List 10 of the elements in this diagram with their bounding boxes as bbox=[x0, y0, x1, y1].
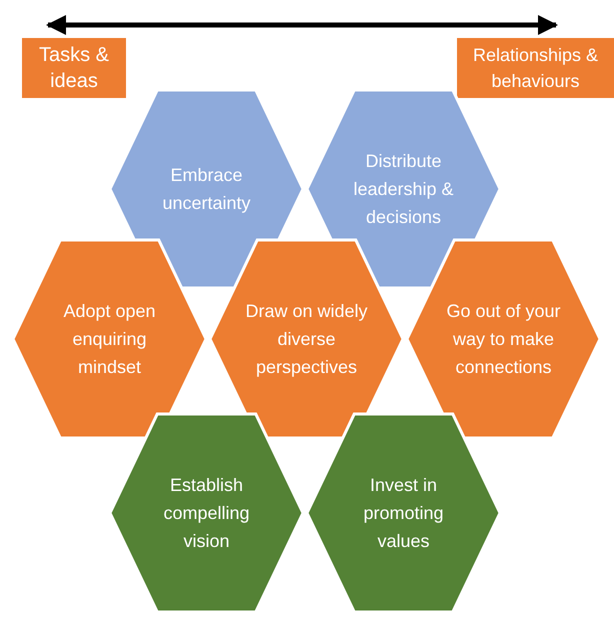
hexagon-text: Establish compelling vision bbox=[162, 474, 251, 553]
hexagon-text: Go out of your way to make connections bbox=[445, 300, 562, 379]
hexagon-text: Invest in promoting values bbox=[362, 474, 445, 553]
hexagon-text: Distribute leadership & decisions bbox=[352, 150, 455, 229]
hexagon-text: Draw on widely diverse perspectives bbox=[244, 300, 369, 379]
label-box: Tasks & ideas bbox=[22, 38, 126, 98]
hexagon-text: Adopt open enquiring mindset bbox=[62, 300, 157, 379]
label-box: Relationships & behaviours bbox=[457, 38, 614, 98]
hexagon-text: Embrace uncertainty bbox=[161, 164, 252, 215]
double-headed-arrow bbox=[46, 15, 558, 35]
